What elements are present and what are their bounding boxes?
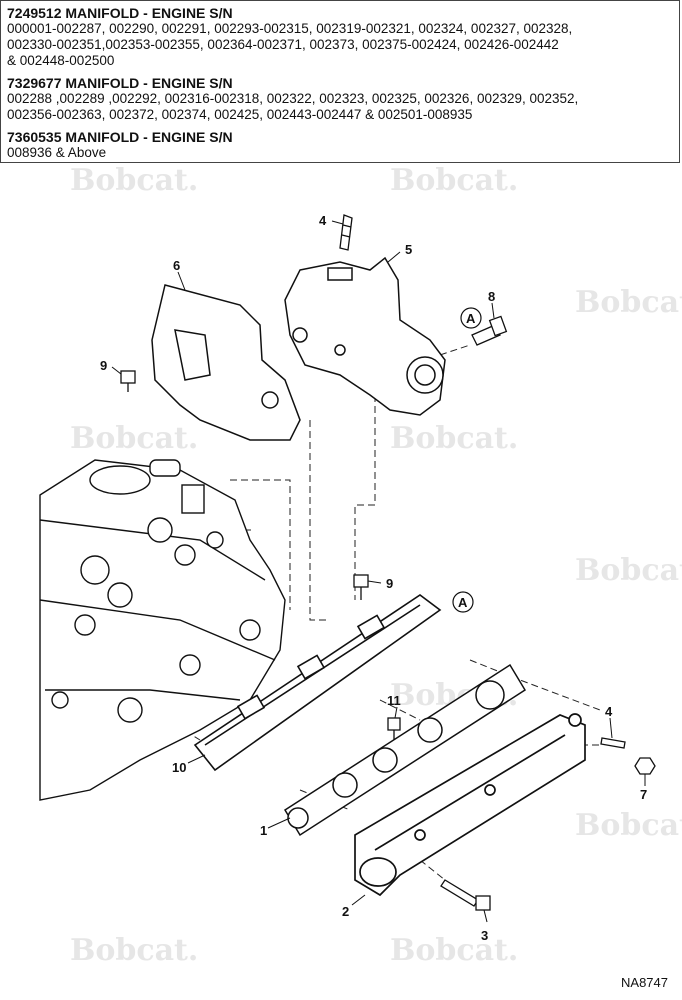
part-8-bolt [471, 315, 508, 346]
watermark-text: Bobcat. [575, 808, 682, 843]
callout-5: 5 [405, 242, 412, 257]
watermark-text: Bobcat. [390, 933, 518, 968]
callout-7: 7 [640, 787, 647, 802]
part-7-nut [634, 757, 656, 775]
watermark-text: Bobcat. [70, 933, 198, 968]
watermark-text: Bobcat. [390, 421, 518, 456]
watermark-text: Bobcat. [70, 163, 198, 198]
cylinder-head [39, 459, 286, 801]
leader-lines [111, 220, 646, 923]
group-1-title: 7249512 MANIFOLD - ENGINE S/N [7, 5, 233, 21]
group-1-serial-line: 002330-002351,002353-002355, 002364-0023… [7, 37, 559, 52]
manifold-group-3: 7360535 MANIFOLD - ENGINE S/N 008936 & A… [7, 129, 673, 161]
callout-9-mid: 9 [386, 576, 393, 591]
group-2-serial-line: 002288 ,002289 ,002292, 002316-002318, 0… [7, 91, 579, 106]
group-1-serial-line: & 002448-002500 [7, 53, 115, 68]
figure-reference-id: NA8747 [621, 975, 668, 990]
watermark-text: Bobcat. [575, 553, 682, 588]
reference-a-circle-top [460, 307, 482, 329]
watermark-group: Bobcat. Bobcat. Bobcat. Bobcat. Bobcat. … [70, 163, 682, 968]
group-3-title: 7360535 MANIFOLD - ENGINE S/N [7, 129, 233, 145]
callout-8: 8 [488, 289, 495, 304]
part-10-manifold-gasket [193, 594, 442, 772]
manifold-group-2: 7329677 MANIFOLD - ENGINE S/N 002288 ,00… [7, 75, 673, 123]
part-6-heat-shield [151, 284, 301, 441]
reference-circles [452, 307, 482, 613]
part-9-bolt-lower [353, 574, 369, 600]
group-1-serial-line: 000001-002287, 002290, 002291, 002293-00… [7, 21, 573, 36]
part-1-exhaust-gasket [283, 663, 527, 837]
part-11-bolt [387, 717, 401, 740]
reference-a-circle-mid [452, 591, 474, 613]
callout-1: 1 [260, 823, 267, 838]
watermark-text: Bobcat. [575, 285, 682, 320]
callout-4-right: 4 [605, 704, 613, 719]
part-3-bolt [440, 879, 491, 911]
group-2-title: 7329677 MANIFOLD - ENGINE S/N [7, 75, 233, 91]
serial-number-header: 7249512 MANIFOLD - ENGINE S/N 000001-002… [0, 0, 680, 163]
group-2-serial-line: 002356-002363, 002372, 002374, 002425, 0… [7, 107, 473, 122]
watermark-text: Bobcat. [70, 421, 198, 456]
group-3-serial-line: 008936 & Above [7, 145, 107, 160]
callout-10: 10 [172, 760, 186, 775]
manifold-group-1: 7249512 MANIFOLD - ENGINE S/N 000001-002… [7, 5, 673, 69]
part-9-bolt [120, 370, 136, 392]
watermark-text: Bobcat. [390, 163, 518, 198]
reference-a-mid: A [458, 595, 468, 610]
reference-a-top: A [466, 311, 476, 326]
callout-2: 2 [342, 904, 349, 919]
part-4-stud-right [600, 737, 626, 749]
exploded-parts-diagram: Bobcat. Bobcat. Bobcat. Bobcat. Bobcat. … [39, 163, 682, 968]
callout-4-top: 4 [319, 213, 327, 228]
callout-9-top: 9 [100, 358, 107, 373]
part-5-flange-bracket [284, 256, 446, 416]
part-2-exhaust-manifold [354, 713, 586, 897]
callout-11: 11 [387, 693, 401, 708]
callout-6: 6 [173, 258, 180, 273]
callout-3: 3 [481, 928, 488, 943]
part-4-stud-top [339, 214, 353, 251]
